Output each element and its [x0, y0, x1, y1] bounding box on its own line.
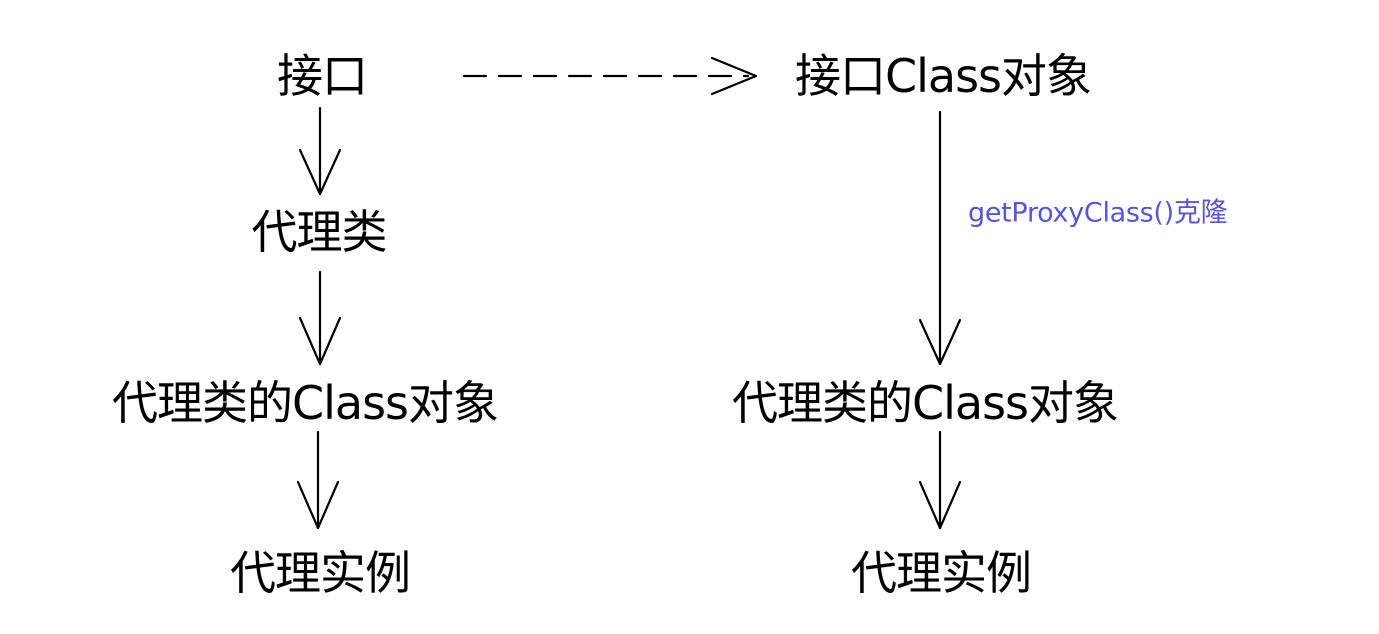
node-interface: 接口 — [277, 49, 368, 103]
node-proxy-class-object-right: 代理类的Class对象 — [731, 376, 1119, 430]
arrow-proxy-class-to-class-object-left — [298, 270, 342, 366]
node-interface-class-object: 接口Class对象 — [794, 49, 1092, 103]
dashed-arrow-interface-to-interface-class-object — [462, 56, 758, 96]
node-proxy-class: 代理类 — [251, 205, 388, 259]
node-proxy-class-object-left: 代理类的Class对象 — [111, 376, 499, 430]
arrow-interface-class-object-to-class-object-right — [918, 110, 962, 366]
node-proxy-instance-left: 代理实例 — [230, 546, 411, 600]
node-proxy-instance-right: 代理实例 — [851, 546, 1032, 600]
clone-annotation-label: getProxyClass()克隆 — [968, 197, 1228, 229]
arrow-class-object-to-instance-left — [296, 430, 340, 530]
arrow-interface-to-proxy-class — [298, 106, 342, 196]
arrow-class-object-to-instance-right — [918, 430, 962, 530]
